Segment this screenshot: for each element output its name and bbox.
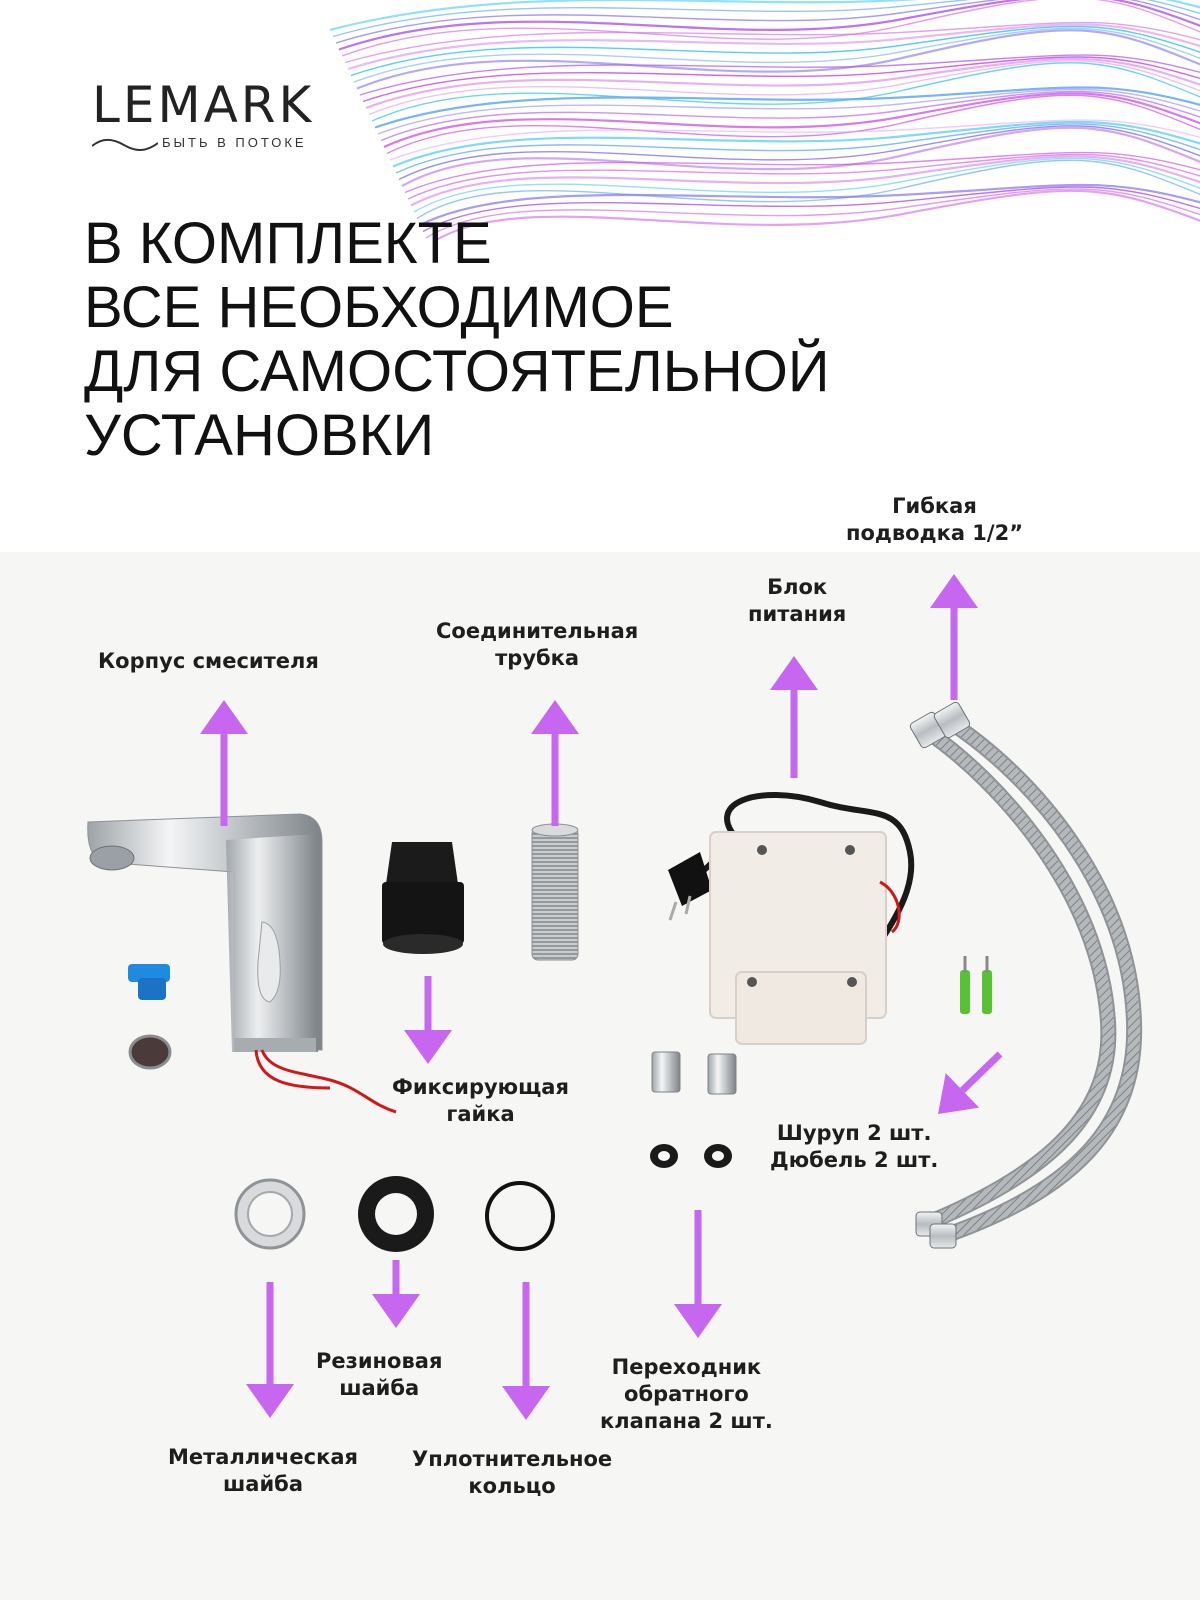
wave-line xyxy=(404,151,1200,194)
label-rubber-washer: Резиновая шайба xyxy=(316,1348,442,1402)
arrow-connecting-tube xyxy=(531,700,579,826)
wave-line xyxy=(383,92,1200,149)
label-line: трубка xyxy=(495,646,580,670)
label-line: шайба xyxy=(222,1472,303,1496)
brand-logo: LEMARK xyxy=(92,76,315,134)
arrow-screws-dowels xyxy=(938,1051,1003,1114)
label-line: Уплотнительное xyxy=(412,1447,613,1471)
arrow-o-ring xyxy=(502,1282,550,1420)
wave-line xyxy=(368,60,1200,116)
label-line: Фиксирующая xyxy=(392,1075,569,1099)
product-photo-area xyxy=(0,552,1200,1600)
wave-line xyxy=(380,90,1200,142)
label-line: питания xyxy=(748,602,847,626)
wave-line xyxy=(422,186,1200,233)
label-flexible-hose: Гибкая подводка 1/2” xyxy=(846,493,1023,547)
headline-line: ВСЕ НЕОБХОДИМОЕ xyxy=(84,275,674,340)
label-line: Резиновая xyxy=(316,1349,443,1373)
label-check-valve-adapter: Переходник обратного клапана 2 шт. xyxy=(600,1354,773,1435)
headline-line: УСТАНОВКИ xyxy=(84,403,435,468)
screws-dowels xyxy=(960,956,992,1014)
wave-line xyxy=(419,183,1200,226)
arrow-faucet-body xyxy=(200,700,248,826)
wave-line xyxy=(353,27,1200,83)
label-fixing-nut: Фиксирующая гайка xyxy=(392,1074,569,1128)
arrow-check-valve-adapter xyxy=(674,1210,722,1338)
wave-line xyxy=(362,56,1200,103)
wave-line xyxy=(389,119,1200,161)
arrow-flexible-hose xyxy=(930,574,978,700)
label-line: клапана 2 шт. xyxy=(600,1409,773,1433)
arrow-rubber-washer xyxy=(372,1260,420,1328)
wave-line xyxy=(377,88,1200,135)
wave-line xyxy=(359,54,1200,96)
product-kit-illustration xyxy=(87,701,1143,1252)
wave-line xyxy=(392,120,1200,168)
label-line: подводка 1/2” xyxy=(846,521,1024,545)
wave-line xyxy=(356,29,1200,90)
fixing-nut xyxy=(382,842,464,954)
page-headline: В КОМПЛЕКТЕ ВСЕ НЕОБХОДИМОЕ ДЛЯ САМОСТОЯ… xyxy=(84,212,1084,468)
flexible-hoses xyxy=(909,701,1143,1249)
label-metal-washer: Металлическая шайба xyxy=(168,1444,358,1498)
wave-line xyxy=(350,25,1200,77)
wave-line xyxy=(395,123,1200,174)
label-line: Переходник xyxy=(611,1355,762,1379)
wave-line xyxy=(374,86,1200,129)
wave-line xyxy=(335,0,1200,44)
wave-line xyxy=(416,159,1200,220)
metal-washer xyxy=(234,1178,306,1250)
logo-wave-icon xyxy=(92,138,158,151)
wave-line xyxy=(425,188,1200,239)
label-line: Блок xyxy=(767,575,828,599)
wave-line xyxy=(332,0,1200,38)
wave-line xyxy=(407,153,1200,200)
brand-tagline: БЫТЬ В ПОТОКЕ xyxy=(162,135,307,150)
o-ring xyxy=(485,1181,555,1251)
label-line: кольцо xyxy=(468,1474,556,1498)
label-line: обратного xyxy=(624,1382,749,1406)
rubber-washer xyxy=(358,1176,434,1252)
wave-line xyxy=(434,189,1200,240)
label-line: гайка xyxy=(446,1102,515,1126)
wave-line xyxy=(410,155,1200,207)
label-line: шайба xyxy=(339,1376,420,1400)
arrow-power-block xyxy=(770,656,818,778)
wave-line xyxy=(338,0,1200,51)
label-connecting-tube: Соединительная трубка xyxy=(436,618,638,672)
label-line: Шуруп 2 шт. xyxy=(776,1121,932,1145)
wave-line xyxy=(329,0,1200,32)
label-line: Гибкая xyxy=(892,494,977,518)
label-screws-dowels: Шуруп 2 шт. Дюбель 2 шт. xyxy=(770,1120,938,1174)
wave-line xyxy=(401,126,1200,187)
label-faucet-body: Корпус смесителя xyxy=(98,649,319,673)
label-o-ring: Уплотнительное кольцо xyxy=(412,1446,612,1500)
wave-line xyxy=(347,23,1200,71)
wave-line xyxy=(398,125,1200,181)
label-line: Металлическая xyxy=(168,1445,358,1469)
headline-line: В КОМПЛЕКТЕ xyxy=(84,211,492,276)
arrow-metal-washer xyxy=(246,1282,294,1418)
wave-line xyxy=(365,57,1200,110)
label-line: Соединительная xyxy=(436,619,639,643)
faucet-body xyxy=(87,813,397,1114)
wave-line xyxy=(413,157,1200,213)
aerator-key xyxy=(128,964,172,1070)
power-block xyxy=(668,792,915,1045)
decorative-waves xyxy=(329,0,1200,240)
label-power-block: Блок питания xyxy=(748,574,846,628)
wave-line xyxy=(344,21,1200,64)
headline-line: ДЛЯ САМОСТОЯТЕЛЬНОЙ xyxy=(84,339,830,404)
connecting-tube xyxy=(531,823,579,961)
label-line: Дюбель 2 шт. xyxy=(770,1148,939,1172)
wave-line xyxy=(386,94,1200,155)
arrow-fixing-nut xyxy=(404,976,452,1064)
check-valve-adapters xyxy=(650,1051,737,1168)
wave-line xyxy=(371,62,1200,122)
